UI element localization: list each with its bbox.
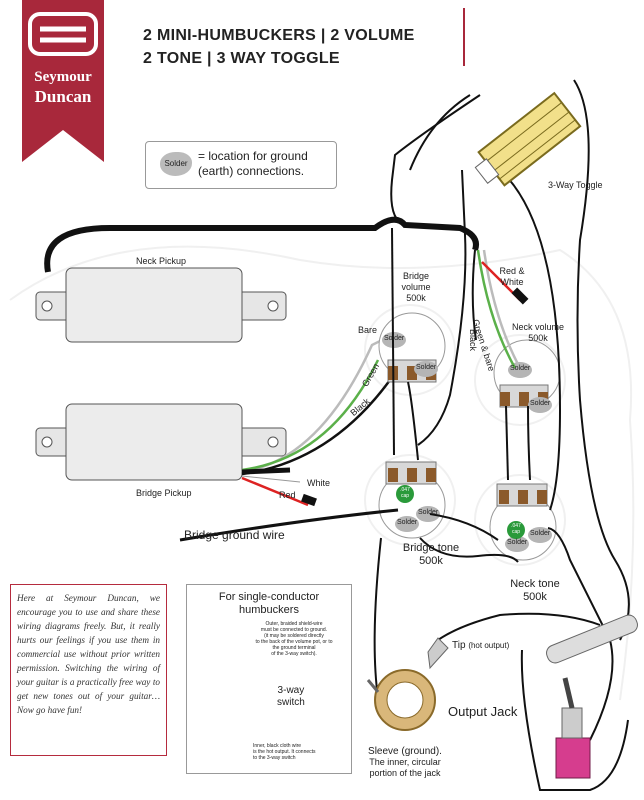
label-neck-volume: Neck volume 500k <box>503 322 573 344</box>
brand-logo: Seymour Duncan <box>22 0 104 162</box>
label-bridge-tone-l2: 500k <box>419 555 443 567</box>
legend-text-line1: = location for ground <box>198 149 308 163</box>
label-sleeve-l2: The inner, circular <box>369 757 441 767</box>
label-neck-volume-l1: Neck volume <box>511 322 565 332</box>
legend-text-line2: (earth) connections. <box>198 164 305 178</box>
hot-note-l1: Inner, black cloth wire <box>253 743 302 749</box>
single-title-l1: For single-conductor <box>218 591 320 603</box>
wire-label-red-white-l1: Red & <box>499 266 525 276</box>
label-sleeve: Sleeve (ground). The inner, circular por… <box>360 746 450 779</box>
neck-pickup <box>35 267 287 343</box>
label-tip-text: Tip <box>452 640 466 651</box>
bridge-volume-pot <box>378 312 446 383</box>
label-sleeve-l1: Sleeve (ground). <box>368 746 442 757</box>
usage-note-text: Here at Seymour Duncan, we encourage you… <box>17 593 160 715</box>
label-sleeve-l3: portion of the jack <box>369 768 441 778</box>
hot-note: Inner, black cloth wire is the hot outpu… <box>253 743 349 761</box>
shield-note-l6: of the 3-way switch). <box>271 651 317 657</box>
bridge-tone-pot <box>378 461 446 539</box>
label-neck-tone-l2: 500k <box>523 591 547 603</box>
bridge-ground-wire <box>179 508 399 542</box>
label-neck-tone: Neck tone 500k <box>500 578 570 604</box>
bridge-pickup <box>35 403 287 481</box>
output-jack <box>366 637 449 731</box>
title-line1: 2 MINI-HUMBUCKERS | 2 VOLUME <box>143 27 415 44</box>
usage-note: Here at Seymour Duncan, we encourage you… <box>10 584 167 756</box>
ground-wire-to-toggle <box>390 94 481 226</box>
neck-volume-pot <box>493 339 561 413</box>
three-way-toggle-switch <box>474 91 582 187</box>
mini-toggle <box>555 677 591 779</box>
label-neck-tone-l1: Neck tone <box>510 578 560 590</box>
shield-note-l2: must be connected to ground. <box>260 627 328 633</box>
brand-banner <box>22 0 104 162</box>
label-neck-pickup: Neck Pickup <box>136 256 187 266</box>
shield-note-l3: (it may be soldered directly <box>264 633 324 639</box>
ground-bus-wire <box>44 216 479 273</box>
cap-label-neck-value: .047 <box>511 523 521 529</box>
cap-label-bridge-value: .047 <box>400 487 410 493</box>
label-bridge-volume-l1: Bridge <box>402 271 429 281</box>
wire-label-bare: Bare <box>358 325 378 335</box>
switch-label: 3-way switch <box>277 685 305 709</box>
solder-mark-5: Solder <box>397 519 418 526</box>
cap-label-bridge-unit: cap <box>400 493 410 499</box>
label-bridge-tone: Bridge tone 500k <box>396 542 466 568</box>
solder-mark-3: Solder <box>510 365 531 372</box>
label-bridge-ground-wire: Bridge ground wire <box>184 528 285 542</box>
bridge-pickup-cable <box>241 467 291 475</box>
solder-mark-6: Solder <box>418 509 439 516</box>
hot-note-l3: to the 3-way switch <box>253 755 296 761</box>
shield-note-l1: Outer, braided shield-wire <box>265 621 323 627</box>
solder-mark-4: Solder <box>530 400 551 407</box>
cap-label-bridge: .047 cap <box>398 487 412 499</box>
wire-label-black-toggle: Black <box>468 328 479 352</box>
switch-label-l2: switch <box>277 697 305 708</box>
switch-label-l1: 3-way <box>277 685 305 696</box>
solder-mark-1: Solder <box>384 335 405 342</box>
shield-note-l4: to the back of the volume pot, or to <box>255 639 333 645</box>
bridge-tailpiece <box>546 614 638 664</box>
wire-label-white: White <box>307 478 331 488</box>
wire-label-red: Red <box>279 490 296 500</box>
label-bridge-pickup: Bridge Pickup <box>136 488 192 498</box>
label-neck-volume-l2: 500k <box>528 333 548 343</box>
brand-line2: Duncan <box>34 87 92 106</box>
interconnect-wires <box>373 79 630 791</box>
solder-chip: Solder <box>160 152 192 176</box>
label-bridge-volume-l2: volume <box>401 282 431 292</box>
single-title-l2: humbuckers <box>239 604 299 616</box>
single-conductor-title: For single-conductor humbuckers <box>187 591 351 617</box>
label-three-way-toggle: 3-Way Toggle <box>548 180 603 190</box>
hot-note-l2: is the hot output. It connects <box>253 749 316 755</box>
cap-label-neck-unit: cap <box>511 529 521 535</box>
shield-note-l5: the ground terminal <box>272 645 316 651</box>
neck-pickup-leads <box>476 249 529 369</box>
shield-note: Outer, braided shield-wire must be conne… <box>239 621 349 657</box>
solder-mark-2: Solder <box>416 364 437 371</box>
wire-label-red-white-l2: White <box>500 277 524 287</box>
solder-legend: Solder = location for ground (earth) con… <box>145 141 337 189</box>
label-output-jack: Output Jack <box>448 704 518 719</box>
title-line2: 2 TONE | 3 WAY TOGGLE <box>143 50 340 67</box>
label-tip-note: (hot output) <box>468 641 510 650</box>
label-bridge-volume-l3: 500k <box>406 293 426 303</box>
solder-mark-8: Solder <box>530 530 551 537</box>
label-tip: Tip (hot output) <box>452 640 509 651</box>
diagram-title: 2 MINI-HUMBUCKERS | 2 VOLUME 2 TONE | 3 … <box>143 27 415 73</box>
single-conductor-box: For single-conductor humbuckers Outer, b… <box>186 584 352 774</box>
legend-text: = location for ground (earth) connection… <box>198 149 308 179</box>
brand-line1: Seymour <box>34 69 92 85</box>
cap-label-neck: .047 cap <box>509 523 523 535</box>
wire-label-red-white: Red & White <box>497 266 527 288</box>
label-bridge-tone-l1: Bridge tone <box>402 542 460 554</box>
solder-mark-7: Solder <box>507 539 528 546</box>
neck-tone-pot <box>489 483 557 561</box>
label-bridge-volume: Bridge volume 500k <box>396 271 436 304</box>
